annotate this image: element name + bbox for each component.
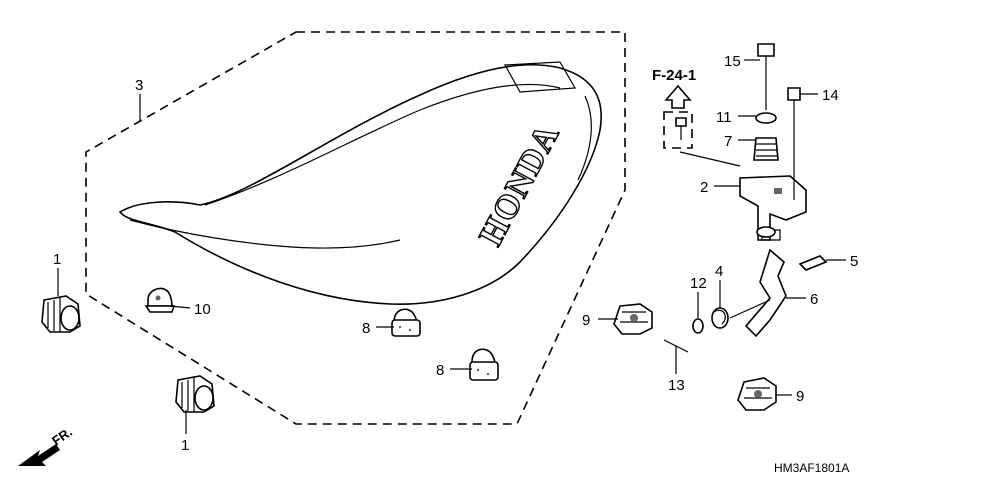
callout-1-left: 1 bbox=[53, 251, 61, 268]
nut-9a bbox=[613, 303, 653, 335]
grommet-10 bbox=[144, 287, 176, 313]
callout-10: 10 bbox=[194, 301, 211, 318]
reference-label: F-24-1 bbox=[652, 67, 696, 84]
callout-4: 4 bbox=[715, 263, 723, 280]
callout-8a: 8 bbox=[362, 320, 370, 337]
callout-12: 12 bbox=[690, 275, 707, 292]
cushion-8a bbox=[391, 308, 421, 337]
callout-6: 6 bbox=[810, 291, 818, 308]
callout-1-lower: 1 bbox=[181, 437, 189, 454]
seat-group-outline bbox=[85, 31, 626, 425]
nut-9b bbox=[737, 377, 777, 411]
direction-label: FR. bbox=[49, 424, 75, 448]
seat-drawing: HONDA bbox=[118, 61, 602, 305]
callout-7: 7 bbox=[724, 133, 732, 150]
callout-13: 13 bbox=[668, 377, 685, 394]
bracket-assembly bbox=[679, 43, 807, 241]
callout-8b: 8 bbox=[436, 362, 444, 379]
front-direction-arrow: FR. bbox=[18, 424, 75, 466]
callout-15: 15 bbox=[724, 53, 741, 70]
callout-11: 11 bbox=[716, 109, 732, 126]
callout-2: 2 bbox=[700, 179, 708, 196]
callout-14: 14 bbox=[822, 87, 839, 104]
rubber-cap-lower bbox=[175, 375, 215, 413]
leader-lines bbox=[57, 59, 846, 434]
cushion-8b bbox=[469, 348, 499, 381]
callout-3: 3 bbox=[135, 77, 143, 94]
drawing-code: HM3AF1801A bbox=[774, 461, 849, 475]
latch-assembly bbox=[663, 248, 828, 353]
rubber-cap-left bbox=[41, 295, 81, 333]
callout-5: 5 bbox=[850, 253, 858, 270]
callout-9b: 9 bbox=[796, 388, 804, 405]
reference-pointer bbox=[663, 84, 693, 149]
callout-9a: 9 bbox=[582, 312, 590, 329]
